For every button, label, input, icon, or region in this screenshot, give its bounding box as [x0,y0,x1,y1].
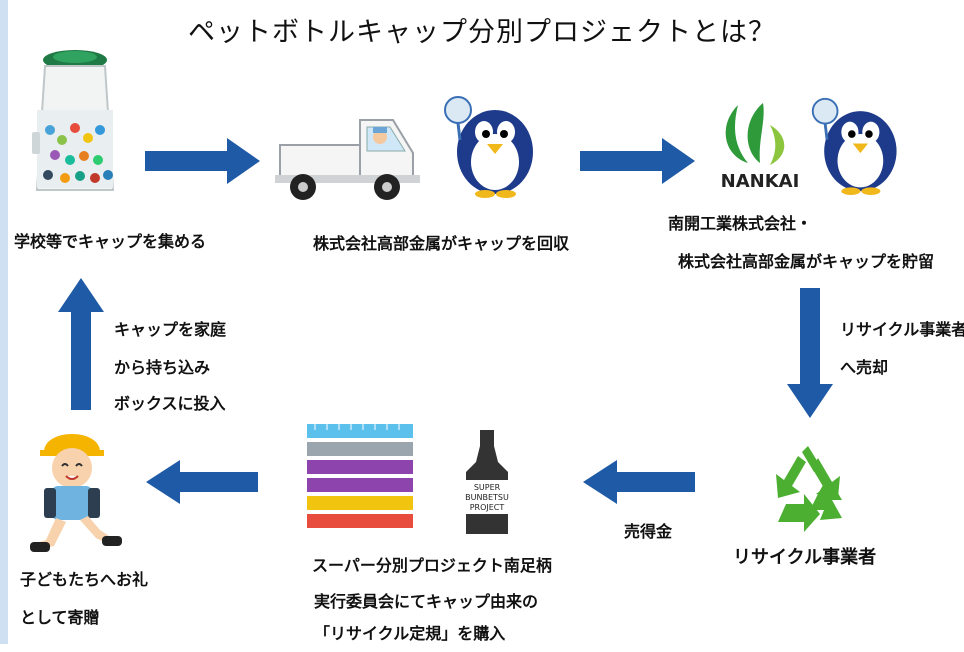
arrow-right-2 [580,138,695,184]
label-recycler: リサイクル事業者 [733,547,877,568]
bottle-label-line2: BUNBETSU [465,493,509,502]
arrow-left-proceeds [583,460,695,504]
recycle-icon [776,446,842,532]
label-donate-line1: 子どもたちへお礼 [20,570,149,589]
label-home-line3: ボックスに投入 [114,394,226,413]
child-icon [30,434,122,552]
bottle-label-line1: SUPER [474,483,501,492]
nankai-logo: NANKAI [721,103,800,192]
label-home-line2: から持ち込み [114,358,211,377]
label-collect: 学校等でキャップを集める [14,232,207,251]
label-store-line2: 株式会社高部金属がキャップを貯留 [678,252,935,271]
arrow-down [787,288,833,418]
label-donate-line2: として寄贈 [20,608,100,627]
label-purchase-line3: 「リサイクル定規」を購入 [314,624,506,643]
label-home-line1: キャップを家庭 [114,320,227,339]
label-purchase-line2: 実行委員会にてキャップ由来の [314,592,539,611]
nankai-logo-text: NANKAI [721,171,800,192]
label-store-line1: 南開工業株式会社・ [668,214,813,233]
page-title: ペットボトルキャップ分別プロジェクトとは？ [188,17,776,48]
label-proceeds: 売得金 [624,522,673,541]
bottle-label-line3: PROJECT [470,503,505,512]
bottle-icon: SUPER BUNBETSU PROJECT [465,430,509,534]
label-sell-line1: リサイクル事業者 [840,320,964,339]
label-sell-line2: へ売却 [840,358,889,377]
arrow-up [58,278,104,410]
penguin-icon [444,96,533,198]
penguin-icon [811,97,897,195]
side-bar [0,0,8,644]
label-pickup: 株式会社高部金属がキャップを回収 [313,234,570,253]
label-purchase-line1: スーパー分別プロジェクト南足柄 [312,556,552,575]
rulers-icon [307,424,413,528]
arrow-right-1 [145,138,260,184]
arrow-left-donate [146,460,258,504]
cap-collection-box-icon [32,50,115,191]
truck-icon [275,119,420,200]
